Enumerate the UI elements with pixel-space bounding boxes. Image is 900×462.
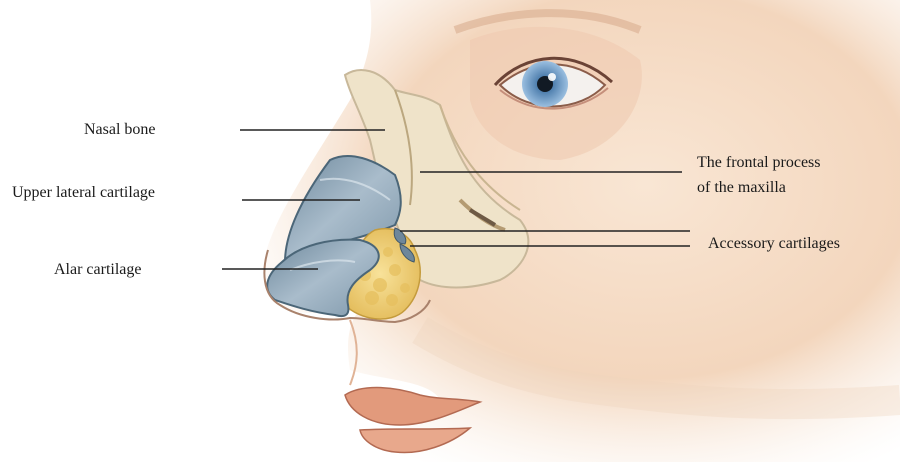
label-frontal-process-line2: of the maxilla — [697, 178, 786, 198]
label-upper-lateral-cartilage: Upper lateral cartilage — [12, 183, 155, 203]
label-nasal-bone: Nasal bone — [84, 120, 156, 140]
label-frontal-process-line1: The frontal process — [697, 153, 821, 173]
label-accessory-cartilages: Accessory cartilages — [708, 234, 840, 254]
label-alar-cartilage: Alar cartilage — [54, 260, 142, 280]
